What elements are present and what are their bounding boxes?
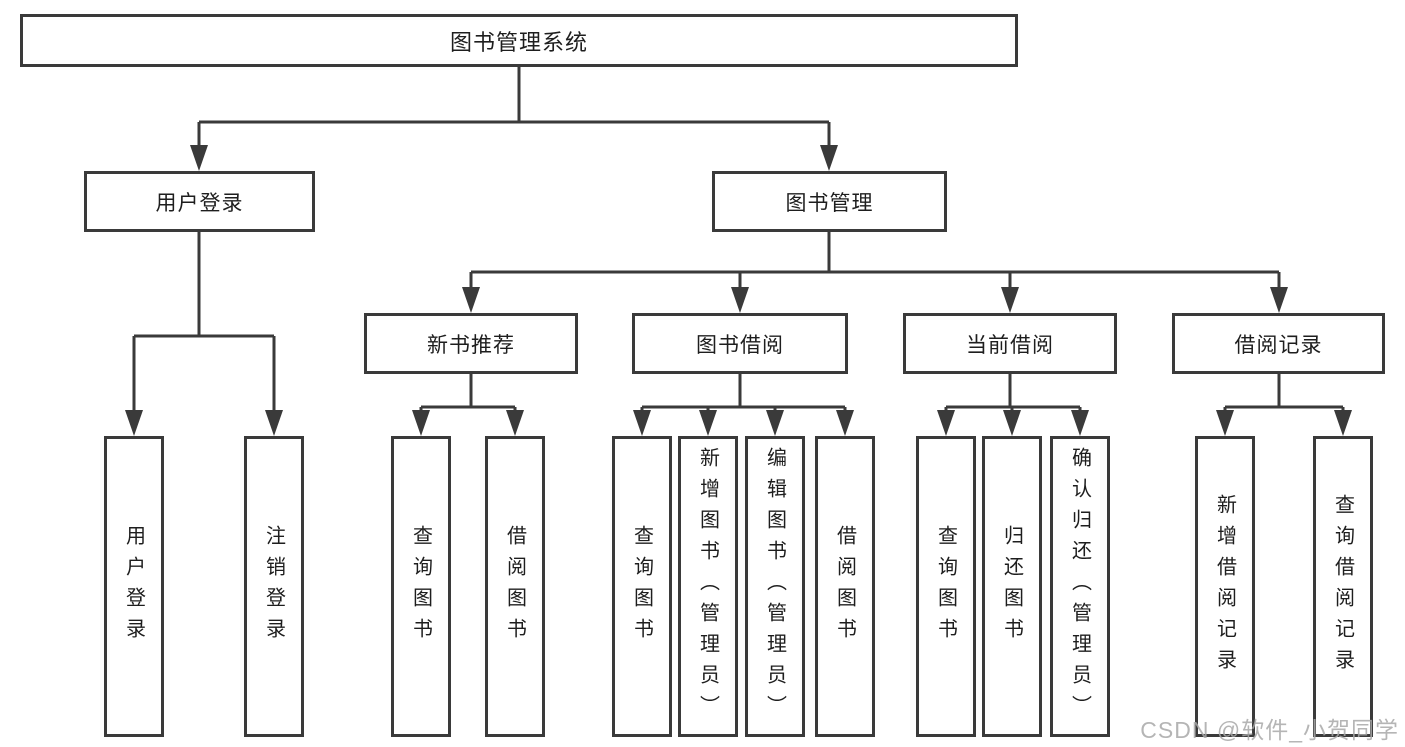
leaf-records-add-record: 新增借阅记录 xyxy=(1195,436,1255,737)
leaf-current-return-books-label: 归还图书 xyxy=(1000,524,1023,649)
leaf-newbook-query-books: 查询图书 xyxy=(391,436,451,737)
leaf-borrow-add-books-admin-label: 新增图书（管理员） xyxy=(696,447,719,726)
leaf-records-add-record-label: 新增借阅记录 xyxy=(1213,493,1236,680)
leaf-borrow-add-books-admin: 新增图书（管理员） xyxy=(678,436,738,737)
leaf-borrow-borrow-books: 借阅图书 xyxy=(815,436,875,737)
leaf-borrow-edit-books-admin: 编辑图书（管理员） xyxy=(745,436,805,737)
leaf-records-query-record: 查询借阅记录 xyxy=(1313,436,1373,737)
leaf-borrow-edit-books-admin-label: 编辑图书（管理员） xyxy=(763,447,786,726)
leaf-user-login-label: 用户登录 xyxy=(122,524,145,649)
leaf-records-query-record-label: 查询借阅记录 xyxy=(1331,493,1354,680)
leaf-newbook-borrow-books: 借阅图书 xyxy=(485,436,545,737)
leaf-current-query-books: 查询图书 xyxy=(916,436,976,737)
leaf-current-confirm-return-admin: 确认归还（管理员） xyxy=(1050,436,1110,737)
node-book-borrow: 图书借阅 xyxy=(632,313,848,374)
leaf-borrow-query-books: 查询图书 xyxy=(612,436,672,737)
leaf-user-login: 用户登录 xyxy=(104,436,164,737)
leaf-current-return-books: 归还图书 xyxy=(982,436,1042,737)
leaf-logout-label: 注销登录 xyxy=(262,524,285,649)
node-user-login: 用户登录 xyxy=(84,171,315,232)
leaf-borrow-borrow-books-label: 借阅图书 xyxy=(833,524,856,649)
node-book-management: 图书管理 xyxy=(712,171,947,232)
node-library-management-system: 图书管理系统 xyxy=(20,14,1018,67)
leaf-current-query-books-label: 查询图书 xyxy=(934,524,957,649)
node-new-book-recommend: 新书推荐 xyxy=(364,313,578,374)
leaf-current-confirm-return-admin-label: 确认归还（管理员） xyxy=(1068,447,1091,726)
node-borrow-records: 借阅记录 xyxy=(1172,313,1385,374)
csdn-watermark: CSDN @软件_小贺同学 xyxy=(1140,717,1399,743)
leaf-newbook-query-books-label: 查询图书 xyxy=(409,524,432,649)
leaf-borrow-query-books-label: 查询图书 xyxy=(630,524,653,649)
leaf-newbook-borrow-books-label: 借阅图书 xyxy=(503,524,526,649)
node-current-borrow: 当前借阅 xyxy=(903,313,1117,374)
leaf-logout: 注销登录 xyxy=(244,436,304,737)
